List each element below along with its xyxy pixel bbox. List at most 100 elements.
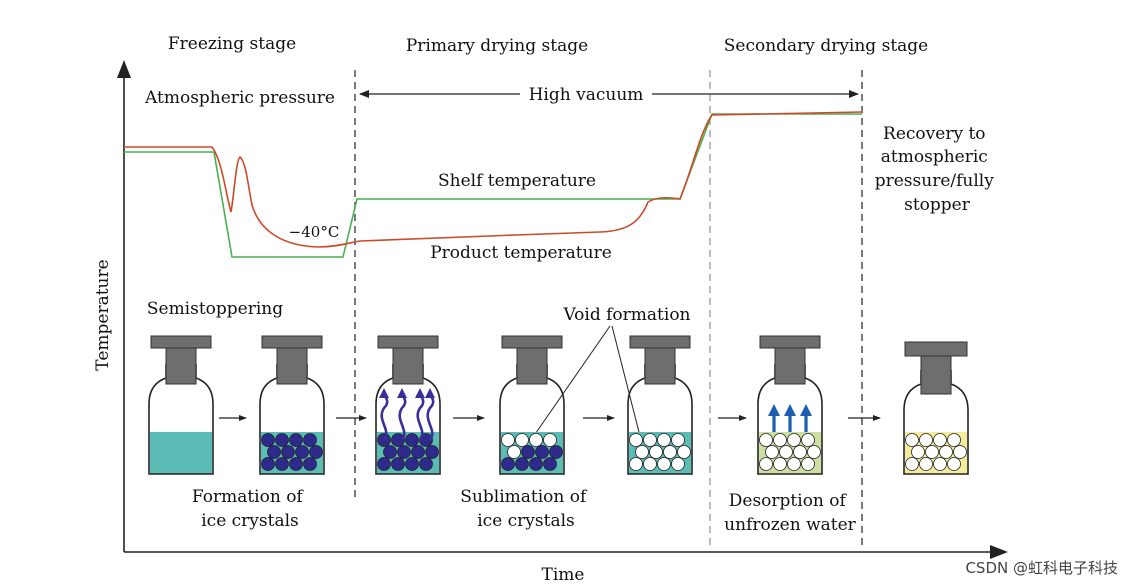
void-formation-label: Void formation: [562, 305, 690, 325]
stopper-cap: [759, 335, 821, 349]
shelf-temperature-label: Shelf temperature: [438, 171, 596, 191]
atmospheric-pressure-label: Atmospheric pressure: [144, 88, 335, 108]
particle: [391, 433, 405, 447]
min-temperature-label: −40°C: [289, 223, 340, 241]
particle: [261, 457, 275, 471]
product-temperature-label: Product temperature: [430, 243, 612, 263]
particle: [657, 433, 671, 447]
liquid-content: [150, 432, 212, 474]
particle: [405, 433, 419, 447]
particle: [397, 445, 411, 459]
particle: [507, 445, 521, 459]
particle: [787, 457, 801, 471]
product-temperature-line: [124, 111, 863, 248]
particle: [671, 433, 685, 447]
vial-glass: [499, 364, 565, 475]
particle: [773, 457, 787, 471]
stopper-plug: [392, 347, 424, 385]
stage-secondary-drying: Secondary drying stage: [724, 36, 928, 56]
particle: [773, 433, 787, 447]
particle: [501, 457, 515, 471]
stopper-cap: [261, 335, 323, 349]
particle: [643, 457, 657, 471]
vial: [148, 335, 214, 475]
formation-label: Formation of ice crystals: [192, 487, 308, 531]
particle: [275, 457, 289, 471]
particle: [501, 433, 515, 447]
particle: [919, 457, 933, 471]
particle: [529, 433, 543, 447]
stopper-plug: [516, 347, 548, 385]
particle: [779, 445, 793, 459]
particle: [807, 445, 821, 459]
semistoppering-label: Semistoppering: [147, 299, 283, 319]
particle: [309, 445, 323, 459]
particle: [635, 445, 649, 459]
vapor-arrowhead: [397, 388, 407, 398]
particle: [905, 457, 919, 471]
particle: [515, 457, 529, 471]
particle: [947, 433, 961, 447]
vial-glass: [757, 364, 823, 475]
stopper-cap: [150, 335, 212, 349]
particle: [289, 433, 303, 447]
vapor-arrowhead: [379, 388, 389, 398]
particle: [629, 433, 643, 447]
particle: [543, 457, 557, 471]
vial: [375, 335, 441, 475]
particle: [793, 445, 807, 459]
water-arrowhead: [800, 404, 812, 416]
stopper-cap: [904, 341, 968, 357]
particle: [521, 445, 535, 459]
particle: [905, 433, 919, 447]
particle: [275, 433, 289, 447]
stopper-cap: [501, 335, 563, 349]
vial-glass: [375, 364, 441, 475]
particle: [671, 457, 685, 471]
particle: [643, 433, 657, 447]
particle: [801, 457, 815, 471]
vial-glass: [903, 370, 969, 475]
stopper-cap: [377, 335, 439, 349]
particle: [947, 457, 961, 471]
desorption-label: Desorption of unfrozen water: [724, 491, 856, 535]
particle: [649, 445, 663, 459]
vial-sequence: [148, 335, 969, 475]
particle: [281, 445, 295, 459]
stopper-plug: [644, 347, 676, 385]
stopper-plug: [920, 355, 952, 395]
particle: [261, 433, 275, 447]
particle: [405, 457, 419, 471]
particle: [267, 445, 281, 459]
particle: [925, 445, 939, 459]
vial-glass: [259, 364, 325, 475]
particle: [535, 445, 549, 459]
water-arrowhead: [784, 404, 796, 416]
water-arrowhead: [768, 404, 780, 416]
stopper-plug: [165, 347, 197, 385]
particle: [303, 433, 317, 447]
particle: [953, 445, 967, 459]
particle: [529, 457, 543, 471]
particle: [419, 457, 433, 471]
stage-freezing: Freezing stage: [168, 34, 296, 54]
particle: [787, 433, 801, 447]
high-vacuum-label: High vacuum: [529, 85, 644, 105]
vapor-arrowhead: [415, 388, 425, 398]
stopper-cap: [629, 335, 691, 349]
particle: [549, 445, 563, 459]
recovery-label: Recovery to atmospheric pressure/fully s…: [875, 124, 1000, 215]
particle: [801, 433, 815, 447]
particle: [765, 445, 779, 459]
particle: [391, 457, 405, 471]
y-axis-label: Temperature: [93, 259, 113, 370]
particle: [629, 457, 643, 471]
particle: [911, 445, 925, 459]
y-axis-arrowhead: [117, 60, 131, 78]
vial: [259, 335, 325, 475]
particle: [933, 457, 947, 471]
particle: [543, 433, 557, 447]
vapor-arrowhead: [425, 388, 435, 398]
sublimation-label: Sublimation of ice crystals: [460, 487, 591, 531]
particle: [919, 433, 933, 447]
